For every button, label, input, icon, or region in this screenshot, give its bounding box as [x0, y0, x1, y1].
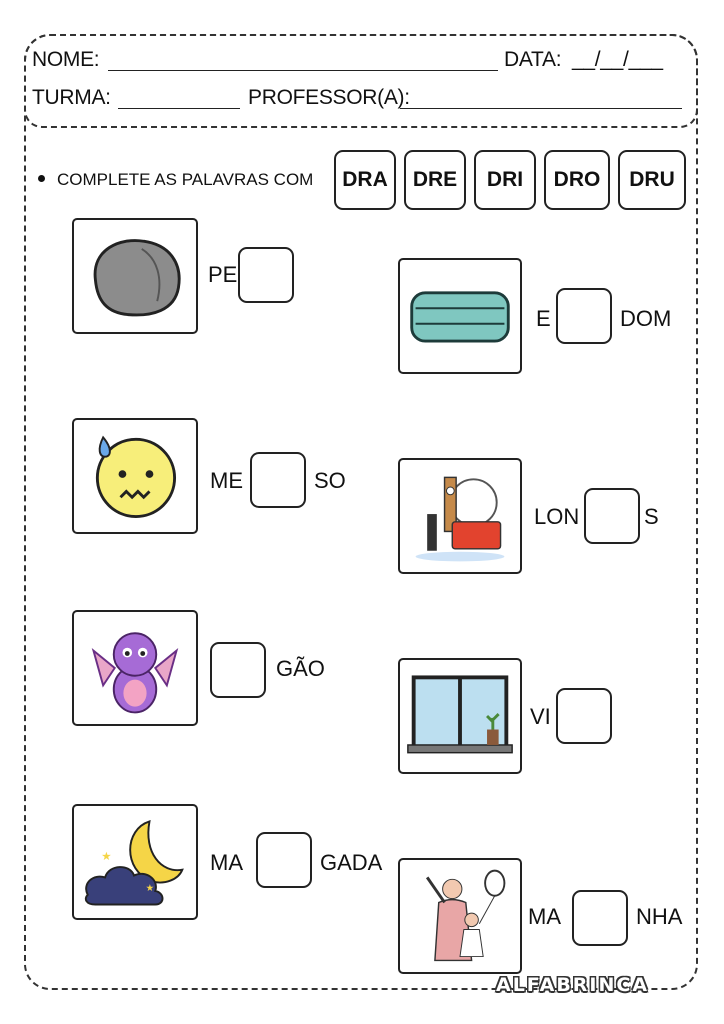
- date-blank[interactable]: __/__/___: [572, 48, 663, 71]
- item-7-answer-box[interactable]: [256, 832, 312, 888]
- name-line[interactable]: [108, 70, 498, 71]
- svg-text:★: ★: [146, 883, 155, 894]
- item-1-answer-box[interactable]: [238, 247, 294, 303]
- date-label: DATA:: [504, 48, 562, 71]
- syllable-dri: DRI: [474, 150, 536, 210]
- syllable-dre: DRE: [404, 150, 466, 210]
- folded-blanket-icon: [398, 258, 522, 374]
- item-8-answer-box[interactable]: [572, 890, 628, 946]
- item-3-answer-box[interactable]: [250, 452, 306, 508]
- window-icon: [398, 658, 522, 774]
- item-7-suffix: GADA: [320, 850, 383, 875]
- item-2-answer-box[interactable]: [556, 288, 612, 344]
- item-2-prefix: E: [536, 306, 551, 331]
- item-3-prefix: ME: [210, 468, 243, 493]
- syllable-dro: DRO: [544, 150, 610, 210]
- mother-child-icon: [398, 858, 522, 974]
- class-label: TURMA:: [32, 86, 111, 109]
- name-label: NOME:: [32, 48, 100, 71]
- item-1-prefix: PE: [208, 262, 238, 287]
- item-4-prefix: LON: [534, 504, 580, 529]
- teacher-line[interactable]: [400, 108, 682, 109]
- item-4-suffix: S: [644, 504, 659, 529]
- class-line[interactable]: [118, 108, 240, 109]
- worried-face-icon: [72, 418, 198, 534]
- syllable-dru: DRU: [618, 150, 686, 210]
- moon-cloud-icon: ★★: [72, 804, 198, 920]
- item-2-suffix: DOM: [620, 306, 672, 331]
- item-8-suffix: NHA: [636, 904, 683, 929]
- bullet-icon: [38, 175, 45, 183]
- syllable-dra: DRA: [334, 150, 396, 210]
- teacher-label: PROFESSOR(A):: [248, 86, 410, 109]
- item-6-prefix: VI: [530, 704, 551, 729]
- item-6-answer-box[interactable]: [556, 688, 612, 744]
- svg-text:★: ★: [101, 851, 111, 863]
- item-5-answer-box[interactable]: [210, 642, 266, 698]
- london-landmarks-icon: [398, 458, 522, 574]
- item-5-suffix: GÃO: [276, 656, 325, 681]
- item-7-prefix: MA: [210, 850, 243, 875]
- item-4-answer-box[interactable]: [584, 488, 640, 544]
- instruction-text: COMPLETE AS PALAVRAS COM: [57, 170, 314, 189]
- stone-icon: [72, 218, 198, 334]
- item-8-prefix: MA: [528, 904, 561, 929]
- brand-logo: ALFABRINCA: [496, 974, 650, 996]
- dragon-icon: [72, 610, 198, 726]
- item-3-suffix: SO: [314, 468, 346, 493]
- instruction: COMPLETE AS PALAVRAS COM: [38, 170, 313, 190]
- student-info-header: [24, 34, 698, 128]
